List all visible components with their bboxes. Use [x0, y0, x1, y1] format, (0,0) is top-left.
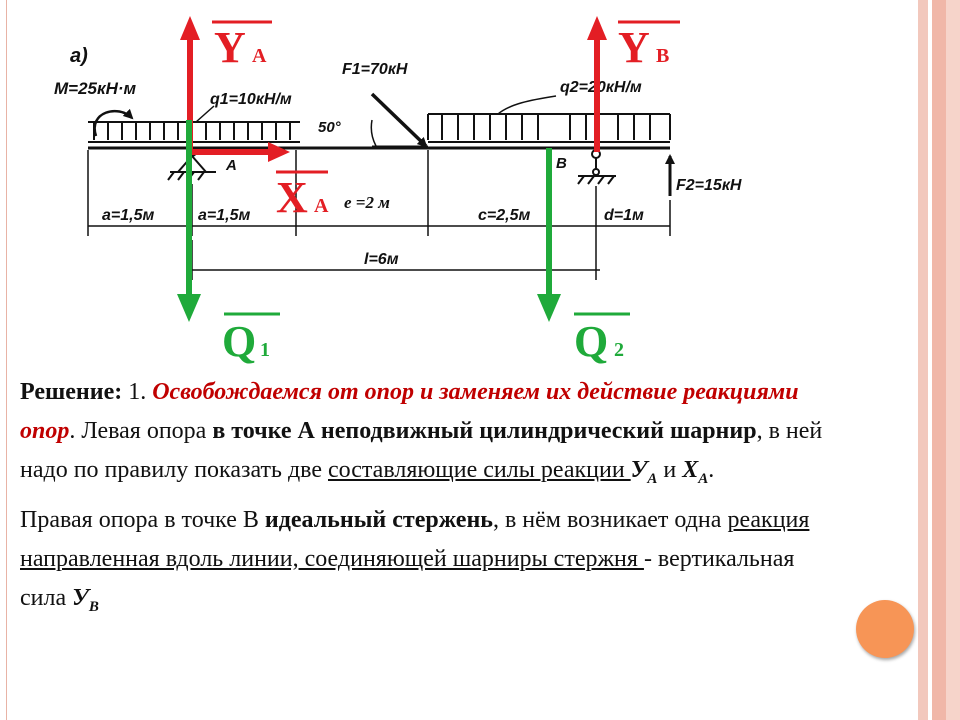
svg-text:1: 1: [260, 339, 270, 361]
part-label: а): [70, 45, 88, 67]
symbol-yb-sub: В: [88, 598, 99, 615]
paragraph-1: Решение: 1. Освобождаемся от опор и заме…: [20, 373, 840, 499]
symbol-ya: У: [630, 457, 648, 483]
reaction-xa-arrow: [192, 142, 290, 162]
q2-label: q2=20кН/м: [560, 79, 642, 96]
step-number: 1.: [122, 379, 153, 405]
svg-text:Y: Y: [618, 23, 650, 72]
distributed-load-q2: [427, 113, 671, 140]
point-a-label: A: [225, 157, 237, 174]
decorative-circle: [856, 600, 914, 658]
step-title: Освобождаемся от опор и заменяем их дейс…: [20, 379, 799, 444]
angle-label: 50°: [318, 119, 342, 136]
f1-label: F1=70кН: [342, 61, 408, 78]
support-b: [577, 149, 616, 185]
reaction-xa-label: X A: [276, 170, 329, 222]
svg-text:Q: Q: [574, 317, 608, 366]
dim-c-label: c=2,5м: [478, 207, 530, 224]
svg-text:2: 2: [614, 339, 624, 361]
svg-text:A: A: [314, 195, 329, 217]
symbol-xa: Х: [682, 457, 699, 483]
symbol-xa-sub: А: [698, 470, 709, 487]
beam: [88, 141, 670, 150]
svg-text:A: A: [252, 45, 267, 67]
moment-arrow: [93, 108, 134, 137]
resultant-q2-label: Q 2: [574, 312, 630, 366]
resultant-q1-label: Q 1: [222, 312, 280, 366]
reaction-yb-label: Y B: [618, 20, 680, 72]
left-support-description: в точке А неподвижный цилиндрический шар…: [212, 418, 757, 444]
underlined-components: составляющие силы реакции: [328, 457, 631, 483]
right-border-stripe-3: [932, 0, 946, 720]
dimension-lines: [87, 150, 671, 280]
right-border-stripe-2: [928, 0, 932, 720]
symbol-ya-sub: А: [647, 470, 658, 487]
text-span: , в ней надо по правилу показать две: [20, 418, 823, 483]
moment-label: M=25кН·м: [54, 79, 137, 98]
e-label-bg: [342, 190, 420, 212]
symbol-yb: У: [72, 584, 89, 611]
text-span: .: [708, 457, 715, 483]
reaction-ya-label: Y A: [212, 20, 272, 72]
dim-e-label: e =2 м: [344, 193, 390, 212]
q1-label: q1=10кН/м: [210, 91, 292, 108]
dim-a2-label: a=1,5м: [198, 207, 250, 224]
text-span: и: [657, 457, 683, 483]
resultant-q2-arrow: [537, 148, 561, 322]
dim-a1-label: a=1,5м: [102, 207, 154, 224]
q1-leader: [195, 105, 215, 123]
right-border-stripe-1: [918, 0, 928, 720]
text-span: , в нём возникает одна: [492, 506, 728, 533]
text-span: . Левая опора: [69, 418, 213, 444]
distributed-load-q1: [88, 121, 300, 140]
right-support-description: идеальный стержень: [264, 506, 493, 533]
angle-arc: [370, 119, 377, 147]
svg-text:Q: Q: [222, 317, 256, 366]
point-b-label: B: [556, 155, 567, 172]
beam-diagram: A B а) M=25кН·м q1=10кН/м F1=70кН 50° q2…: [54, 16, 742, 366]
svg-text:B: B: [656, 45, 669, 67]
text-span: Правая опора в точке В: [20, 506, 265, 533]
solution-text: Решение: 1. Освобождаемся от опор и заме…: [20, 373, 840, 627]
solution-label: Решение:: [20, 379, 123, 405]
dim-l-label: l=6м: [364, 251, 399, 268]
force-f1-arrow: [370, 92, 428, 148]
svg-text:X: X: [276, 173, 308, 222]
reaction-yb-arrow: [587, 16, 607, 152]
svg-text:Y: Y: [214, 23, 246, 72]
dim-d-label: d=1м: [604, 207, 644, 224]
f2-label: F2=15кН: [676, 177, 742, 194]
paragraph-2: Правая опора в точке В идеальный стержен…: [20, 501, 840, 627]
q2-leader: [497, 95, 557, 115]
text-span: - вертикальная сила: [20, 545, 795, 611]
slide-frame: [6, 0, 917, 720]
reaction-ya-arrow: [180, 16, 200, 152]
resultant-q1-arrow: [177, 120, 201, 322]
right-border-stripe-4: [946, 0, 960, 720]
underlined-reaction: реакция направленная вдоль линии, соедин…: [20, 506, 810, 572]
